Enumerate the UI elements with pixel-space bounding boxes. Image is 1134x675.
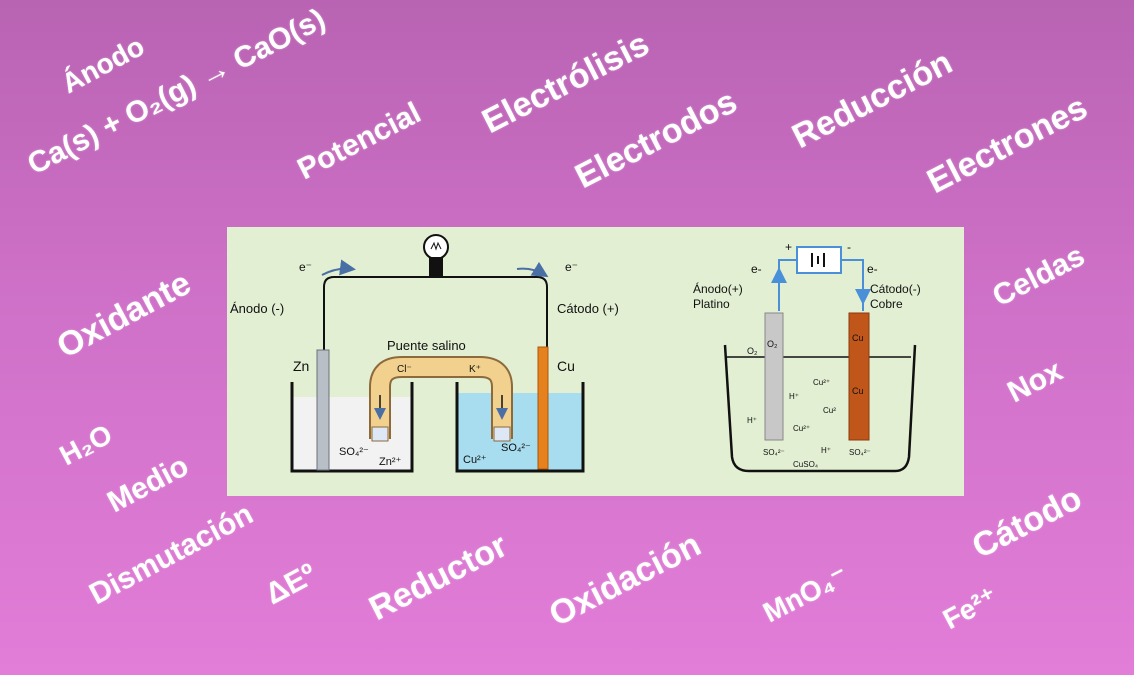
electrolytic-beaker bbox=[723, 344, 917, 473]
copper-sulfate-label: CuSO₄ bbox=[793, 460, 818, 469]
electron-flow-right-arrow bbox=[516, 261, 549, 278]
word-fe2: Fe²⁺ bbox=[937, 581, 1003, 636]
word-reduccion: Reducción bbox=[786, 43, 959, 156]
sulfate-b-label: SO₄²⁻ bbox=[849, 448, 871, 457]
zinc-solution bbox=[292, 397, 412, 471]
word-reductor: Reductor bbox=[363, 526, 514, 628]
electron-flow-left-arrow bbox=[321, 259, 356, 276]
electrolytic-anode-label: Ánodo(+) bbox=[693, 281, 743, 296]
copper-deposit-top-label: Cu bbox=[852, 333, 864, 343]
cathode-material-label: Cobre bbox=[870, 297, 903, 311]
word-h2o: H₂O bbox=[54, 418, 118, 472]
word-delta-e: ΔEº bbox=[260, 557, 322, 612]
oxygen-outer-label: O₂ bbox=[747, 346, 758, 356]
galvanic-anode-label: Ánodo (-) bbox=[230, 301, 284, 316]
salt-bridge-plug-left bbox=[371, 426, 389, 442]
copper-label: Cu bbox=[557, 358, 575, 374]
galvanic-cathode-label: Cátodo (+) bbox=[557, 301, 619, 316]
word-medio: Medio bbox=[102, 449, 195, 520]
electrolytic-cathode-label: Cátodo(-) bbox=[870, 282, 921, 296]
copper-ion-b-label: Cu² bbox=[823, 406, 836, 415]
word-celdas: Celdas bbox=[987, 239, 1090, 314]
anode-material-label: Platino bbox=[693, 297, 730, 311]
word-electrones: Electrones bbox=[921, 88, 1094, 201]
electrolytic-cell: + - e- e- Ánodo(+) Platino Cátodo(-) Cob… bbox=[693, 240, 921, 473]
hydrogen-ion-b-label: H⁺ bbox=[747, 416, 757, 425]
word-anodo: Ánodo bbox=[56, 30, 150, 100]
word-mno4: MnO₄⁻ bbox=[757, 559, 853, 629]
cathode-electron-label: e- bbox=[867, 262, 878, 276]
copper-ion-a-label: Cu²⁺ bbox=[813, 378, 830, 387]
hydrogen-ion-c-label: H⁺ bbox=[821, 446, 831, 455]
sulfate-a-label: SO₄²⁻ bbox=[763, 448, 785, 457]
salt-bridge-label: Puente salino bbox=[387, 338, 466, 353]
salt-bridge-plug-right bbox=[493, 426, 511, 442]
sulfate-left-label: SO₄²⁻ bbox=[339, 446, 369, 458]
word-catodo: Cátodo bbox=[966, 478, 1088, 566]
potassium-label: K⁺ bbox=[469, 364, 481, 375]
cells-diagram-panel: e⁻ e⁻ Ánodo (-) Cátodo (+) Zn Cu Puente … bbox=[227, 227, 964, 496]
anode-electron-label: e- bbox=[751, 262, 762, 276]
zinc-electrode bbox=[316, 349, 330, 471]
light-bulb-icon bbox=[423, 234, 449, 277]
copper-cathode-electrode bbox=[848, 312, 870, 441]
copper-deposit-mid-label: Cu bbox=[852, 386, 864, 396]
zinc-ion-label: Zn²⁺ bbox=[379, 456, 402, 468]
salt-bridge bbox=[371, 358, 511, 439]
battery-plus-label: + bbox=[785, 240, 792, 254]
word-potencial: Potencial bbox=[292, 96, 427, 187]
galvanic-cell: e⁻ e⁻ Ánodo (-) Cátodo (+) Zn Cu Puente … bbox=[230, 234, 619, 473]
battery-minus-label: - bbox=[847, 240, 851, 254]
word-oxidacion: Oxidación bbox=[543, 525, 707, 634]
copper-ion-label: Cu²⁺ bbox=[463, 454, 487, 466]
chloride-label: Cl⁻ bbox=[397, 364, 412, 375]
copper-electrode bbox=[537, 346, 549, 470]
right-beaker bbox=[455, 382, 585, 473]
cathode-wire bbox=[841, 259, 864, 311]
copper-solution bbox=[457, 393, 583, 471]
cells-diagram-svg: e⁻ e⁻ Ánodo (-) Cátodo (+) Zn Cu Puente … bbox=[230, 234, 921, 473]
copper-ion-c-label: Cu²⁺ bbox=[793, 424, 810, 433]
oxygen-inner-label: O₂ bbox=[767, 339, 778, 349]
left-beaker bbox=[290, 382, 414, 473]
anode-wire bbox=[778, 259, 797, 311]
electron-left-label: e⁻ bbox=[299, 260, 312, 274]
word-electrolisis: Electrólisis bbox=[476, 24, 656, 141]
zinc-label: Zn bbox=[293, 358, 309, 374]
platinum-electrode bbox=[764, 312, 784, 441]
word-electrodos: Electrodos bbox=[569, 82, 743, 196]
word-dismutacion: Dismutación bbox=[84, 497, 259, 612]
hydrogen-ion-a-label: H⁺ bbox=[789, 392, 799, 401]
electron-right-label: e⁻ bbox=[565, 260, 578, 274]
word-oxidante: Oxidante bbox=[50, 263, 198, 366]
word-nox: Nox bbox=[1002, 354, 1068, 410]
sulfate-right-label: SO₄²⁻ bbox=[501, 442, 531, 454]
